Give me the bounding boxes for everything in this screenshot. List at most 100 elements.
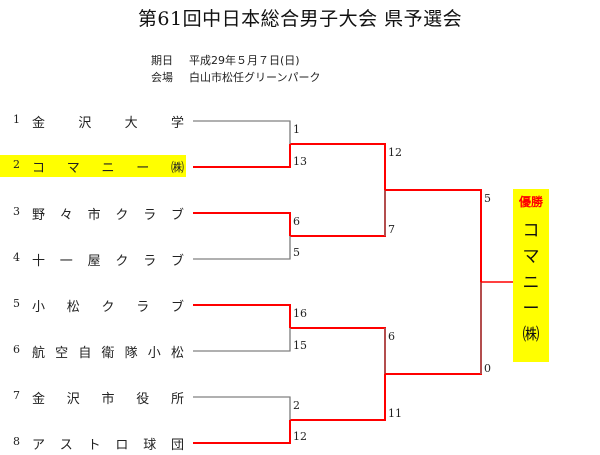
team-name-char: ニ: [101, 161, 115, 176]
team-name-char: 屋: [87, 254, 101, 269]
date-label: 期日: [151, 54, 173, 67]
bracket-line-r2-b: [290, 190, 386, 237]
team-name: 金沢大学: [32, 112, 184, 131]
team-name-char: ブ: [170, 300, 184, 315]
date-value: 平成29年５月７日(日): [189, 54, 300, 67]
champion-box: 優勝 コマニー㈱: [513, 189, 549, 362]
score-r2-c: 6: [388, 330, 395, 343]
team-name-char: ブ: [170, 208, 184, 223]
champion-label: 優勝: [518, 195, 543, 209]
venue-label: 会場: [151, 71, 173, 84]
team-seed: 3: [13, 205, 20, 218]
champion-name-char: ニ: [522, 273, 540, 293]
team-name-char: ク: [115, 208, 129, 223]
score-r2-a: 12: [388, 146, 402, 159]
champion-name-char: ー: [522, 299, 540, 319]
team-name-char: 航: [32, 346, 46, 361]
team-name-char: ク: [115, 254, 129, 269]
bracket-line-team8: [193, 420, 291, 444]
team-name-char: 金: [32, 392, 46, 407]
score-r1-team1: 1: [293, 123, 300, 136]
bracket-line-final-top: [385, 189, 482, 282]
team-seed: 4: [13, 251, 20, 264]
team-name-char: 市: [101, 392, 115, 407]
team-name-char: コ: [32, 161, 46, 176]
score-r2-d: 11: [388, 407, 402, 420]
bracket-line-team3: [193, 212, 291, 236]
team-name-char: 野: [32, 208, 46, 223]
team-name-char: 沢: [66, 392, 80, 407]
team-name-char: ロ: [115, 438, 129, 453]
team-seed: 8: [13, 435, 20, 448]
bracket-line-final-bottom: [385, 282, 482, 375]
team-name: コマニー㈱: [32, 157, 184, 176]
team-name-char: 隊: [124, 346, 138, 361]
team-name-char: 所: [170, 392, 184, 407]
team-name-char: 小: [32, 300, 46, 315]
bracket-line-team6: [193, 328, 291, 352]
team-name: 航空自衛隊小松: [32, 342, 184, 361]
bracket-line-team4: [193, 236, 291, 260]
score-r1-team4: 5: [293, 246, 300, 259]
score-r1-team5: 16: [293, 307, 307, 320]
team-name-char: 小: [147, 346, 161, 361]
team-name-char: 沢: [78, 116, 92, 131]
page-title: 第61回中日本総合男子大会 県予選会: [137, 8, 463, 30]
score-r2-b: 7: [388, 223, 395, 236]
score-final-bottom: 0: [484, 362, 491, 375]
team-name-char: 松: [66, 300, 80, 315]
venue-value: 白山市松任グリーンパーク: [189, 71, 321, 84]
score-r1-team3: 6: [293, 215, 300, 228]
team-name-char: 大: [124, 116, 138, 131]
team-row-6: 6 航空自衛隊小松: [0, 340, 186, 362]
team-name: アストロ球団: [32, 434, 184, 453]
team-name-char: 一: [59, 254, 73, 269]
team-name-char: 金: [32, 116, 46, 131]
team-name-char: 空: [55, 346, 69, 361]
team-name-char: 学: [170, 116, 184, 131]
team-name-char: 十: [32, 254, 46, 269]
team-name-char: ㈱: [170, 161, 184, 176]
bracket-line-team7: [193, 396, 291, 420]
team-name-char: 球: [143, 438, 157, 453]
team-name-char: 々: [59, 208, 73, 223]
team-name: 小松クラブ: [32, 296, 184, 315]
bracket-line-team5: [193, 304, 291, 328]
team-name-char: ト: [87, 438, 101, 453]
champion-name-char: ㈱: [522, 325, 540, 345]
score-r1-team6: 15: [293, 339, 307, 352]
bracket-line-team1: [193, 120, 291, 144]
bracket-line-team2: [193, 144, 291, 168]
team-name-char: 団: [170, 438, 184, 453]
champion-name-char: コ: [522, 221, 540, 241]
team-name: 十一屋クラブ: [32, 250, 184, 269]
score-r1-team8: 12: [293, 430, 307, 443]
team-name-char: ア: [32, 438, 46, 453]
team-name-char: ラ: [136, 300, 150, 315]
score-r1-team2: 13: [293, 155, 307, 168]
team-name-char: 自: [78, 346, 92, 361]
team-seed: 6: [13, 343, 20, 356]
team-name-char: 市: [87, 208, 101, 223]
score-final-top: 5: [484, 192, 491, 205]
team-name-char: 松: [170, 346, 184, 361]
team-name-char: マ: [66, 161, 80, 176]
champion-name: コマニー㈱: [513, 218, 549, 348]
score-r1-team7: 2: [293, 399, 300, 412]
team-seed: 1: [13, 113, 20, 126]
date-row: 期日 平成29年５月７日(日): [151, 52, 300, 68]
team-seed: 7: [13, 389, 20, 402]
team-name-char: ス: [59, 438, 73, 453]
champion-name-char: マ: [522, 247, 540, 267]
team-name-char: ラ: [143, 208, 157, 223]
team-name: 金沢市役所: [32, 388, 184, 407]
team-name-char: 役: [136, 392, 150, 407]
venue-row: 会場 白山市松任グリーンパーク: [151, 69, 320, 85]
